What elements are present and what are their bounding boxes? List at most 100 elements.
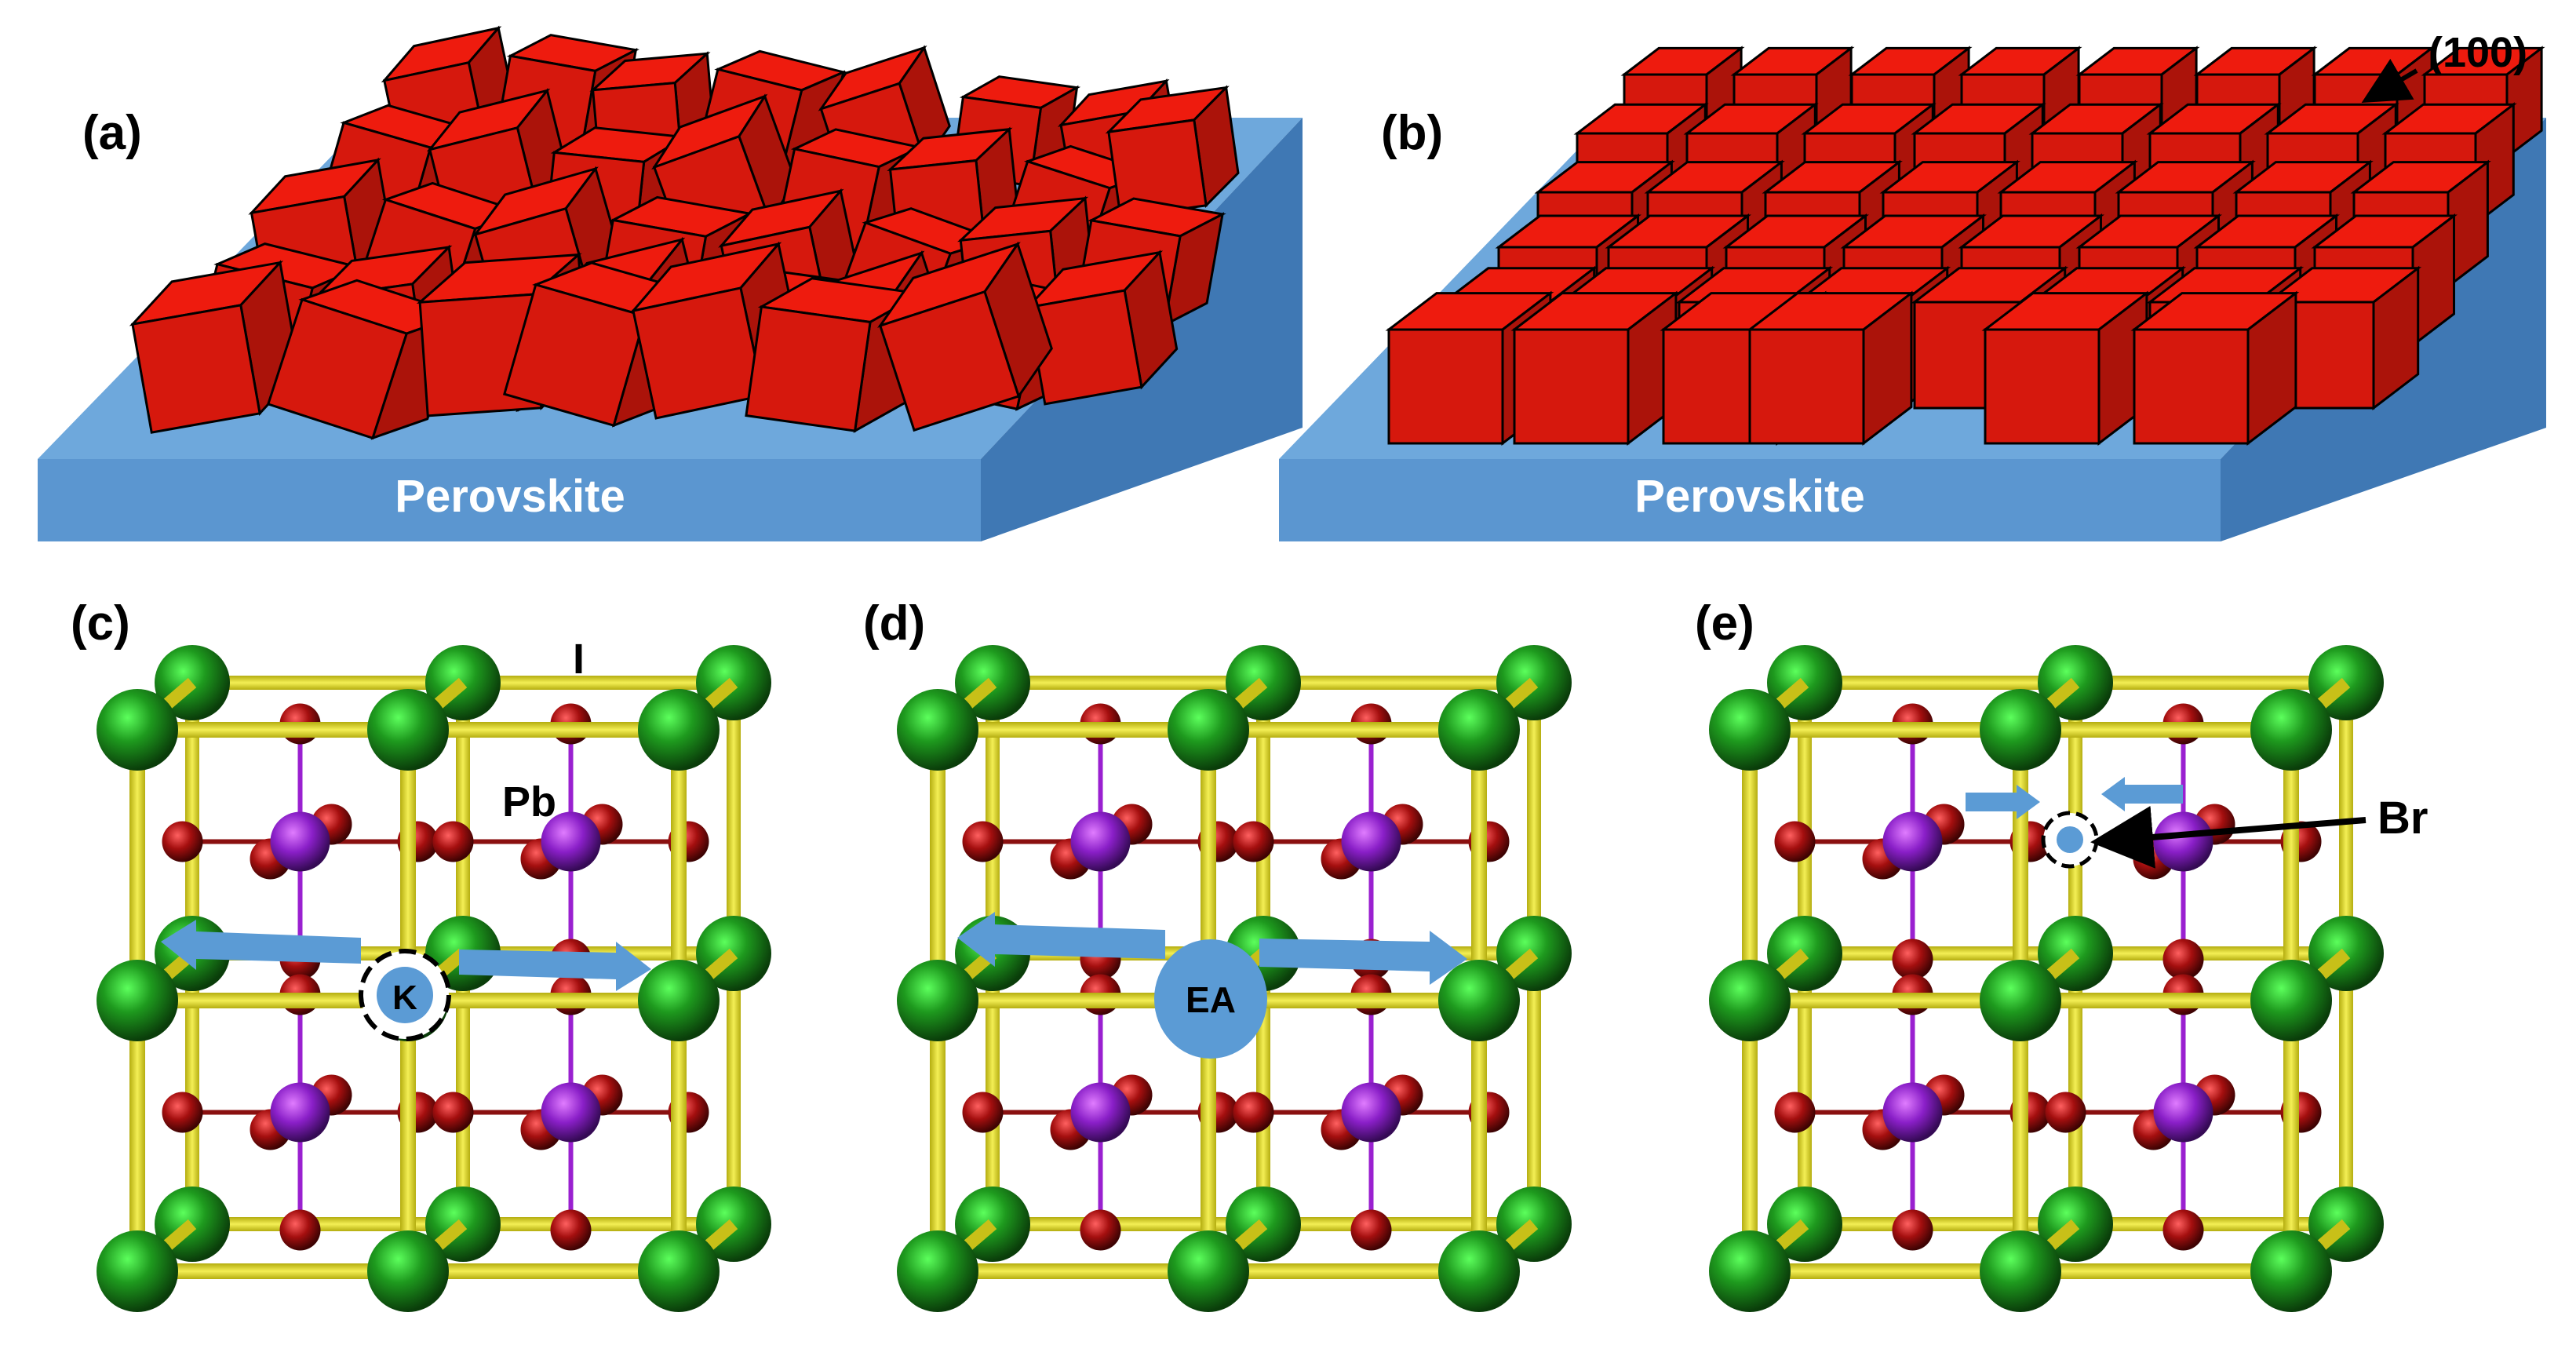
a-site-atom bbox=[638, 689, 720, 771]
bond-bar bbox=[993, 676, 1263, 690]
bond-bar bbox=[727, 683, 741, 953]
iodine-atom bbox=[1233, 1092, 1274, 1133]
panel-label-e: (e) bbox=[1695, 596, 1754, 651]
bond-bar bbox=[1256, 683, 1270, 953]
bond-bar bbox=[1805, 676, 2075, 690]
bond-bar bbox=[2075, 1217, 2346, 1231]
k-doping-annotation bbox=[161, 920, 651, 1041]
crystal-cube bbox=[1024, 250, 1179, 406]
bond-bar bbox=[192, 676, 463, 690]
iodine-label: I bbox=[573, 636, 585, 683]
a-site-atom bbox=[97, 689, 178, 771]
cube-front-face bbox=[1984, 328, 2101, 445]
bond-bar bbox=[986, 953, 1000, 1224]
iodine-atom bbox=[962, 821, 1004, 862]
bond-bar bbox=[185, 683, 199, 953]
br-doping-annotation bbox=[1966, 777, 2366, 869]
lead-label: Pb bbox=[502, 778, 556, 826]
ea-label: EA bbox=[1186, 979, 1236, 1020]
k-label: K bbox=[392, 979, 417, 1017]
bond-bar bbox=[1805, 1217, 2075, 1231]
bond-bar bbox=[1263, 676, 1534, 690]
bond-bar bbox=[400, 1001, 416, 1271]
bond-bar bbox=[1750, 1263, 2020, 1279]
bond-bar bbox=[129, 730, 145, 1001]
a-site-atom bbox=[897, 1230, 978, 1312]
bond-bar bbox=[1208, 722, 1479, 738]
a-site-atom bbox=[1438, 689, 1520, 771]
cube-front-face bbox=[2133, 328, 2250, 445]
br-pointer-arrow bbox=[2090, 805, 2366, 869]
iodine-atom bbox=[162, 821, 203, 862]
iodine-atom bbox=[279, 1209, 321, 1251]
lead-atom bbox=[1882, 1082, 1943, 1143]
a-site-atom bbox=[638, 1230, 720, 1312]
facet-label: (100) bbox=[2428, 29, 2527, 76]
lattice-e bbox=[1709, 645, 2384, 1312]
panel-label-d: (d) bbox=[863, 596, 925, 651]
panel-label-c: (c) bbox=[71, 596, 130, 651]
substrate-label-b: Perovskite bbox=[1634, 471, 1864, 522]
cube-front-face bbox=[745, 305, 872, 432]
bond-bar bbox=[938, 993, 1208, 1008]
lead-atom bbox=[270, 811, 330, 872]
bond-bar bbox=[2068, 953, 2082, 1224]
bond-bar bbox=[2339, 953, 2353, 1224]
a-site-atom bbox=[1709, 1230, 1791, 1312]
iodine-atom bbox=[432, 1092, 474, 1133]
iodine-atom bbox=[1233, 821, 1274, 862]
bond-bar bbox=[1805, 946, 2075, 960]
crystal-cube bbox=[877, 241, 1053, 432]
bond-bar bbox=[2020, 1263, 2291, 1279]
lead-atom bbox=[1341, 1082, 1401, 1143]
arrow-left-c bbox=[161, 920, 361, 970]
arrow-right-d bbox=[1259, 931, 1467, 985]
a-site-atom bbox=[2250, 960, 2332, 1041]
substrate-b-front bbox=[1279, 459, 2221, 541]
bond-bar bbox=[938, 722, 1208, 738]
iodine-atom bbox=[2162, 939, 2204, 980]
panel-label-a: (a) bbox=[82, 106, 142, 160]
cube-front-face bbox=[632, 286, 765, 420]
a-site-atom bbox=[1980, 1230, 2061, 1312]
bond-bar bbox=[400, 730, 416, 1001]
cube-front-face bbox=[1513, 328, 1630, 445]
bond-bar bbox=[2075, 946, 2346, 960]
arrow-right-c bbox=[459, 942, 651, 991]
a-site-atom bbox=[1980, 689, 2061, 771]
iodine-atom bbox=[2162, 1209, 2204, 1251]
bond-bar bbox=[1750, 722, 2020, 738]
k-dopant-atom bbox=[377, 967, 433, 1023]
bond-bar bbox=[2339, 683, 2353, 953]
bond-bar bbox=[2075, 676, 2346, 690]
bond-bar bbox=[408, 722, 679, 738]
br-dopant-atom bbox=[2057, 826, 2083, 853]
bond-bar bbox=[930, 730, 946, 1001]
lead-atom bbox=[1070, 1082, 1131, 1143]
arrow-left-e bbox=[2101, 777, 2183, 811]
iodine-atom bbox=[432, 821, 474, 862]
panel-label-b: (b) bbox=[1381, 106, 1443, 160]
bond-bar bbox=[993, 1217, 1263, 1231]
bond-bar bbox=[1471, 730, 1487, 1001]
cube-front-face bbox=[1387, 328, 1504, 445]
bond-bar bbox=[671, 730, 687, 1001]
ea-doping-annotation bbox=[957, 912, 1467, 1059]
bond-bar bbox=[1750, 993, 2020, 1008]
cube-front-face bbox=[131, 304, 261, 434]
a-site-atom bbox=[367, 1230, 449, 1312]
bond-bar bbox=[137, 1263, 408, 1279]
a-site-atom bbox=[1168, 1230, 1249, 1312]
arrow-left-d bbox=[957, 912, 1165, 967]
bond-bar bbox=[463, 1217, 734, 1231]
a-site-atom bbox=[1168, 689, 1249, 771]
bond-bar bbox=[1527, 953, 1541, 1224]
iodine-atom bbox=[550, 1209, 592, 1251]
oriented-crystals-b bbox=[1385, 46, 2545, 447]
bond-bar bbox=[1742, 1001, 1758, 1271]
bond-bar bbox=[2283, 1001, 2299, 1271]
a-site-atom bbox=[638, 960, 720, 1041]
substrate-a-front bbox=[38, 459, 981, 541]
bond-bar bbox=[1201, 1001, 1216, 1271]
